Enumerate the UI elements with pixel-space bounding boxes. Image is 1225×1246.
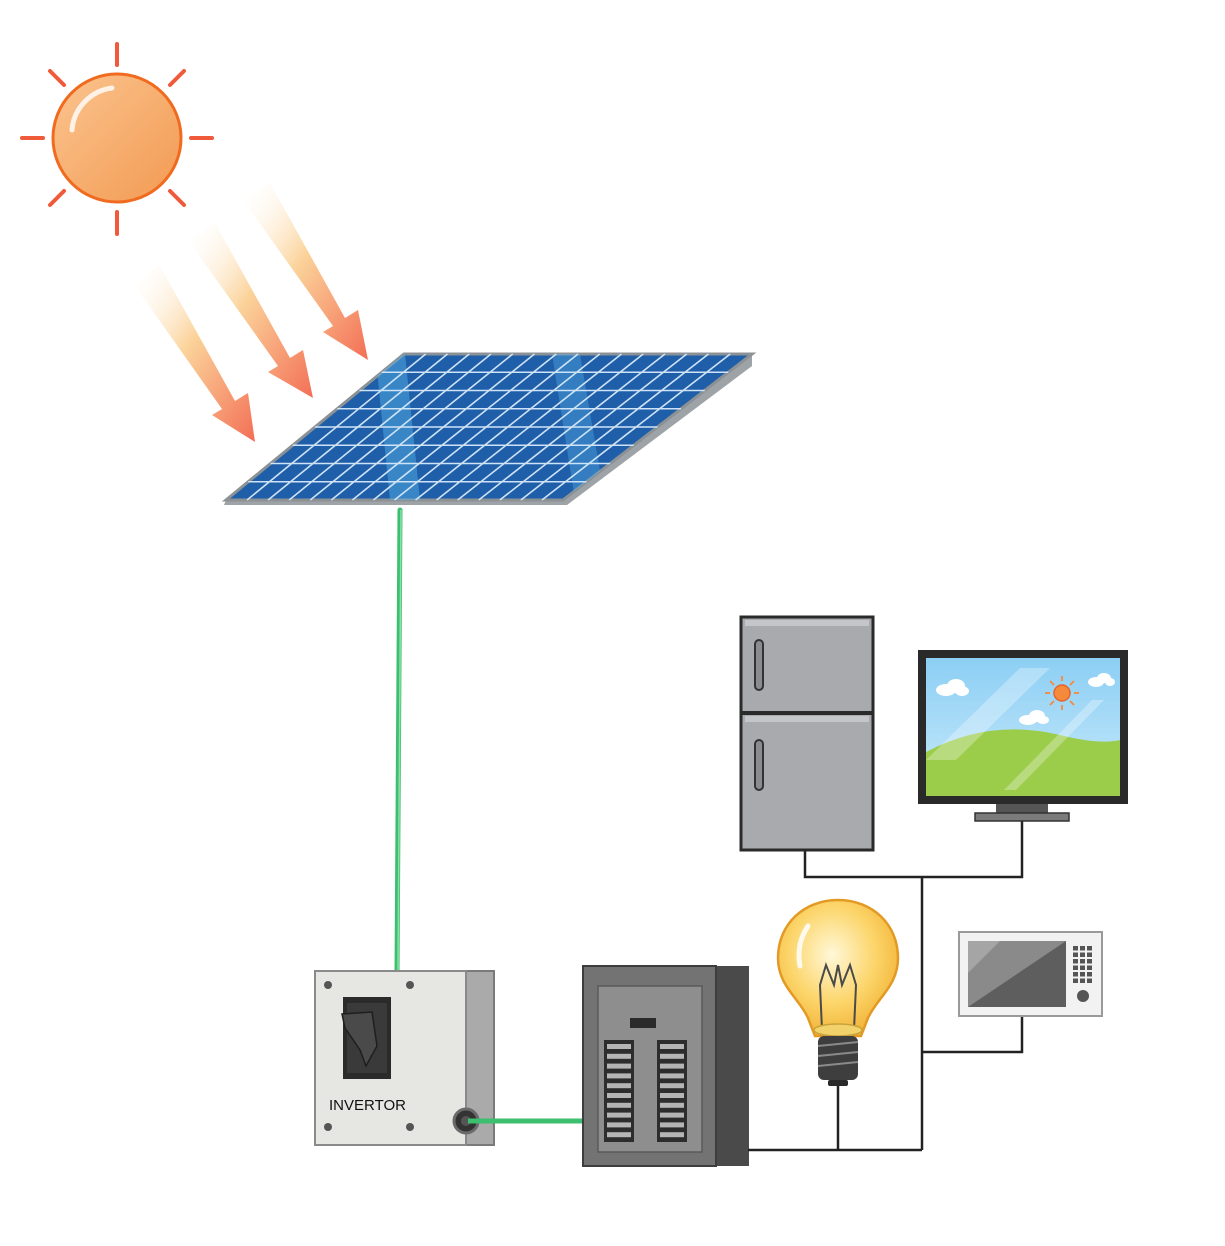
- tv-cloud-icon: [936, 673, 1115, 725]
- microwave-key: [1080, 946, 1085, 951]
- breaker-switch: [607, 1083, 631, 1089]
- microwave-key: [1080, 959, 1085, 964]
- light-bulb-icon: [776, 898, 900, 1086]
- inverter-icon: INVERTOR: [314, 970, 495, 1146]
- breaker-switch: [607, 1053, 631, 1059]
- microwave-key: [1080, 972, 1085, 977]
- breaker-switch: [607, 1122, 631, 1128]
- breaker-switch: [660, 1132, 684, 1138]
- breaker-switch: [660, 1093, 684, 1098]
- refrigerator-icon: [739, 615, 875, 852]
- breaker-switch: [660, 1122, 684, 1128]
- microwave-key: [1073, 978, 1078, 983]
- breaker-switch: [660, 1073, 684, 1079]
- breaker-switch: [607, 1132, 631, 1138]
- inverter-label: INVERTOR: [329, 1097, 406, 1114]
- microwave-key: [1087, 959, 1092, 964]
- microwave-key: [1073, 946, 1078, 951]
- house-wiring: [748, 820, 1024, 1152]
- microwave-key: [1087, 952, 1092, 957]
- breaker-switch: [660, 1112, 684, 1118]
- breaker-switch: [660, 1053, 684, 1059]
- solar-panel-icon: [221, 352, 757, 505]
- breaker-switch: [607, 1044, 631, 1049]
- breaker-switch: [607, 1063, 631, 1069]
- microwave-key: [1087, 972, 1092, 977]
- television-icon: [918, 650, 1128, 822]
- microwave-key: [1087, 946, 1092, 951]
- breaker-switch: [660, 1063, 684, 1069]
- sunlight-arrows-icon: [133, 183, 368, 442]
- microwave-key: [1087, 978, 1092, 983]
- microwave-key: [1087, 965, 1092, 970]
- sun-icon: [20, 42, 214, 236]
- breaker-switch: [660, 1044, 684, 1049]
- breaker-switch: [607, 1102, 631, 1108]
- microwave-key: [1080, 978, 1085, 983]
- microwave-key: [1073, 972, 1078, 977]
- microwave-key: [1073, 965, 1078, 970]
- breaker-panel-icon: [582, 965, 749, 1167]
- microwave-key: [1073, 952, 1078, 957]
- breaker-switch: [660, 1102, 684, 1108]
- breaker-switch: [660, 1083, 684, 1089]
- dc-cable: [394, 507, 403, 975]
- breaker-switch: [607, 1112, 631, 1118]
- tv-sun-icon: [1045, 676, 1079, 710]
- microwave-icon: [958, 931, 1103, 1017]
- microwave-key: [1073, 959, 1078, 964]
- breaker-switch: [607, 1073, 631, 1079]
- breaker-switch: [607, 1093, 631, 1098]
- microwave-key: [1080, 965, 1085, 970]
- microwave-key: [1080, 952, 1085, 957]
